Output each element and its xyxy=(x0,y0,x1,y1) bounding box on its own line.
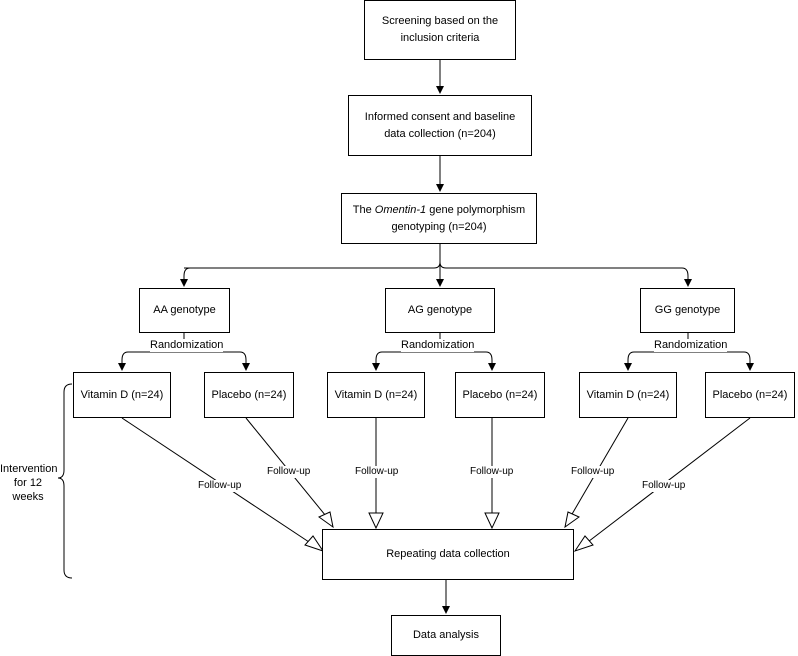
genotyping-box: The Omentin-1 gene polymorphism genotypi… xyxy=(341,193,537,244)
arm-ag-vitamin-d: Vitamin D (n=24) xyxy=(327,372,425,418)
genotype-gg-box: GG genotype xyxy=(640,288,735,333)
consent-text: Informed consent and baseline data colle… xyxy=(364,110,516,140)
genotype-aa-box: AA genotype xyxy=(139,288,230,333)
consent-box: Informed consent and baseline data colle… xyxy=(348,95,532,156)
genotype-gg-label: GG genotype xyxy=(654,304,721,316)
repeating-data-text: Repeating data collection xyxy=(386,548,510,560)
repeating-data-box: Repeating data collection xyxy=(322,529,574,580)
arm-ag-placebo: Placebo (n=24) xyxy=(455,372,545,418)
followup-label-6: Follow-up xyxy=(642,480,686,492)
genotype-ag-box: AG genotype xyxy=(385,288,495,333)
data-analysis-text: Data analysis xyxy=(412,629,480,641)
followup-label-3: Follow-up xyxy=(355,466,399,478)
followup-label-4: Follow-up xyxy=(470,466,514,478)
randomization-ag: Randomization xyxy=(401,339,475,352)
screening-box: Screening based on the inclusion criteri… xyxy=(364,0,516,60)
genotype-ag-label: AG genotype xyxy=(407,304,473,316)
arm-gg-vitamin-d: Vitamin D (n=24) xyxy=(579,372,677,418)
genotyping-text: The Omentin-1 gene polymorphism genotypi… xyxy=(352,203,526,233)
arm-gg-placebo: Placebo (n=24) xyxy=(705,372,795,418)
randomization-aa: Randomization xyxy=(150,339,224,352)
gene-name: Omentin-1 xyxy=(374,203,427,216)
followup-label-2: Follow-up xyxy=(267,466,311,478)
randomization-gg: Randomization xyxy=(654,339,728,352)
screening-text: Screening based on the inclusion criteri… xyxy=(381,15,499,44)
arm-aa-placebo: Placebo (n=24) xyxy=(204,372,294,418)
followup-label-5: Follow-up xyxy=(571,466,615,478)
followup-label-1: Follow-up xyxy=(198,480,242,492)
intervention-label: Intervention for 12 weeks xyxy=(0,463,58,503)
genotype-aa-label: AA genotype xyxy=(153,304,216,316)
data-analysis-box: Data analysis xyxy=(391,615,501,656)
arm-aa-vitamin-d: Vitamin D (n=24) xyxy=(73,372,171,418)
